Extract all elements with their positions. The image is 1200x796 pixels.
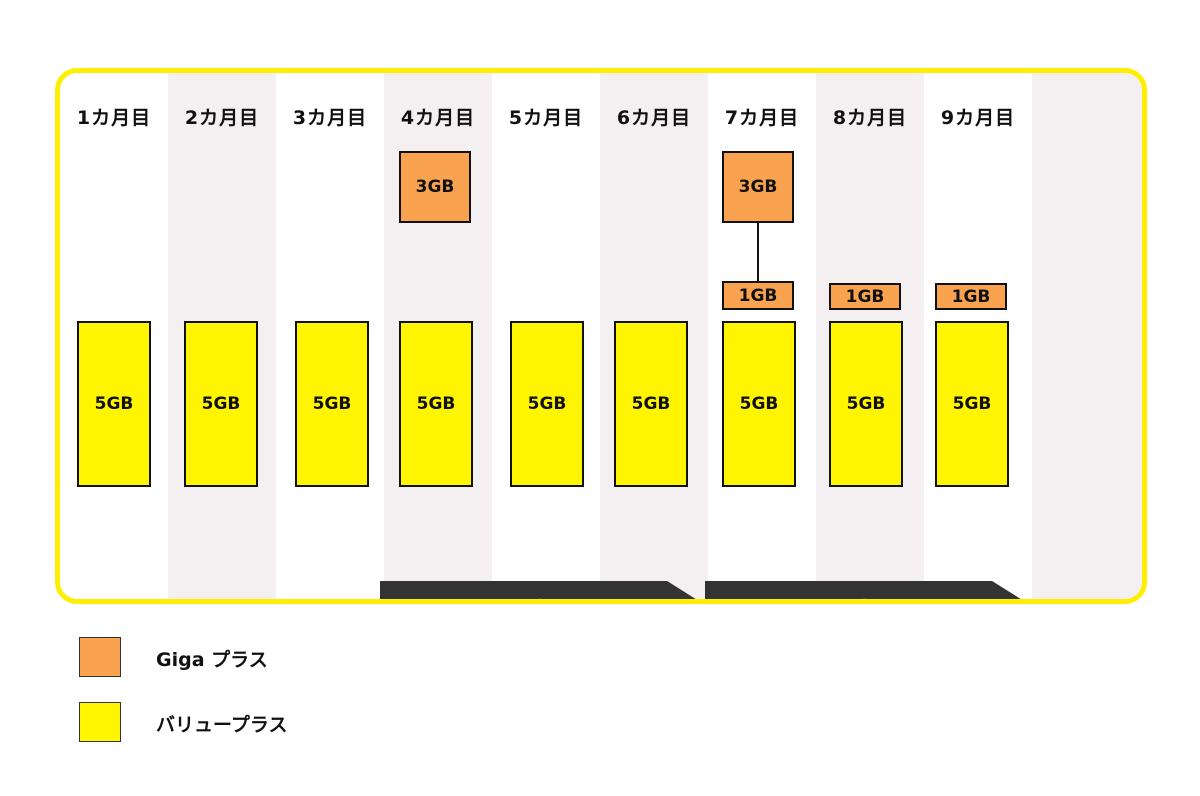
giga-plus-1gb-block: 1GB — [722, 281, 794, 310]
legend-swatch-value — [79, 702, 121, 742]
period-arrow: 3カ月 — [380, 581, 710, 599]
month-label: 1カ月目 — [76, 107, 152, 129]
connector-line — [757, 223, 759, 283]
giga-plus-3gb-block: 3GB — [399, 151, 471, 223]
legend-label-value: バリュープラス — [156, 714, 288, 736]
month-label: 2カ月目 — [184, 107, 260, 129]
legend-swatch-giga — [79, 637, 121, 677]
month-label: 7カ月目 — [724, 107, 800, 129]
month-label: 4カ月目 — [400, 107, 476, 129]
value-plus-5gb-block: 5GB — [829, 321, 903, 487]
giga-plus-1gb-block: 1GB — [829, 283, 901, 310]
value-plus-5gb-block: 5GB — [295, 321, 369, 487]
value-plus-5gb-block: 5GB — [184, 321, 258, 487]
month-label: 5カ月目 — [508, 107, 584, 129]
month-label: 8カ月目 — [832, 107, 908, 129]
legend-label-giga: Giga プラス — [156, 649, 268, 671]
period-label: 3カ月 — [514, 593, 577, 599]
period-label: 3カ月 — [839, 593, 902, 599]
value-plus-5gb-block: 5GB — [399, 321, 473, 487]
period-arrow: 3カ月 — [705, 581, 1035, 599]
giga-plus-1gb-block: 1GB — [935, 283, 1007, 310]
month-column-10 — [1032, 73, 1142, 599]
giga-plus-3gb-block: 3GB — [722, 151, 794, 223]
value-plus-5gb-block: 5GB — [77, 321, 151, 487]
value-plus-5gb-block: 5GB — [722, 321, 796, 487]
value-plus-5gb-block: 5GB — [935, 321, 1009, 487]
month-label: 3カ月目 — [292, 107, 368, 129]
value-plus-5gb-block: 5GB — [510, 321, 584, 487]
value-plus-5gb-block: 5GB — [614, 321, 688, 487]
month-label: 9カ月目 — [940, 107, 1016, 129]
timeline-frame: 1カ月目 2カ月目 3カ月目 4カ月目 5カ月目 6カ月目 7カ月目 8カ月目 … — [55, 68, 1147, 604]
month-label: 6カ月目 — [616, 107, 692, 129]
